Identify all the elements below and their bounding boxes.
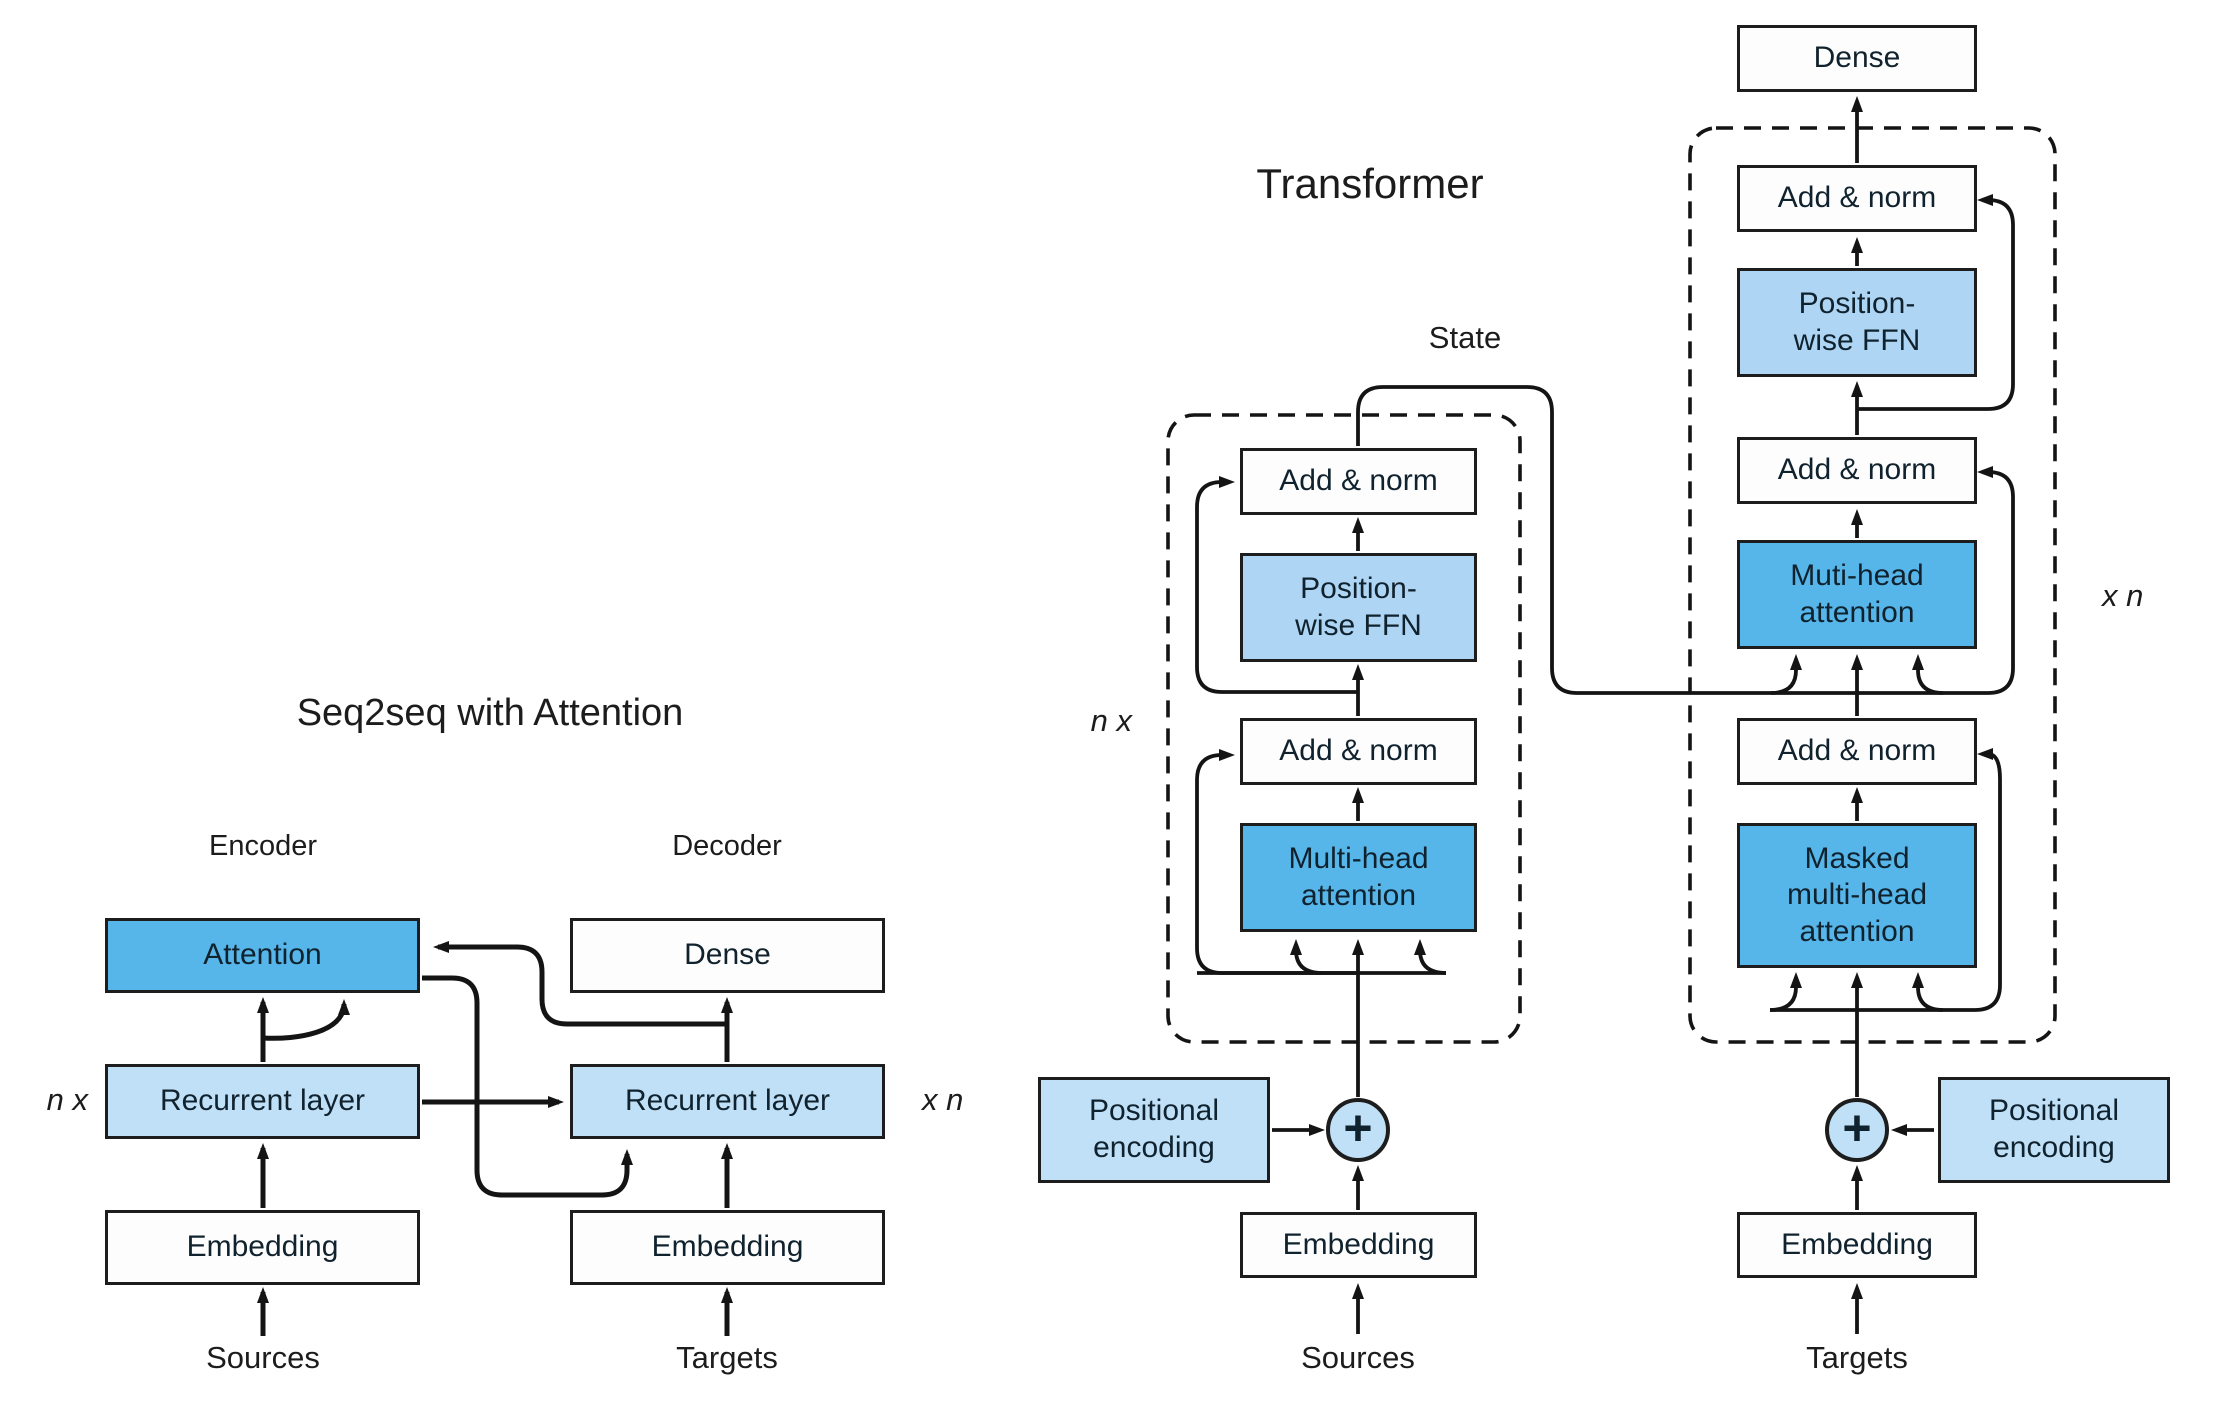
- tf-decoder-add-norm-bottom-box: Add & norm: [1737, 718, 1977, 785]
- tf-decoder-masked-attention-box: Masked multi-head attention: [1737, 823, 1977, 968]
- tf-encoder-multi-head-attention-box: Multi-head attention: [1240, 823, 1477, 932]
- transformer-state-label: State: [1428, 320, 1502, 355]
- tf-encoder-repeat-label: n x: [1090, 703, 1132, 738]
- seq2seq-title: Seq2seq with Attention: [296, 692, 684, 734]
- seq2seq-decoder-recurrent-box: Recurrent layer: [570, 1064, 885, 1139]
- tf-decoder-positional-encoding-box: Positional encoding: [1938, 1077, 2170, 1183]
- seq2seq-sources-label: Sources: [206, 1340, 320, 1375]
- seq2seq-encoder-heading: Encoder: [208, 830, 317, 862]
- seq2seq-attention-box: Attention: [105, 918, 420, 993]
- tf-encoder-embedding-box: Embedding: [1240, 1212, 1477, 1278]
- seq2seq-targets-label: Targets: [676, 1340, 778, 1375]
- seq2seq-decoder-embedding-box: Embedding: [570, 1210, 885, 1285]
- tf-decoder-add-norm-top-box: Add & norm: [1737, 165, 1977, 232]
- seq2seq-repeat-left-label: n x: [46, 1082, 88, 1117]
- seq2seq-decoder-heading: Decoder: [672, 830, 782, 862]
- tf-encoder-add-norm-bottom-box: Add & norm: [1240, 718, 1477, 785]
- tf-sources-label: Sources: [1301, 1340, 1415, 1375]
- tf-encoder-positional-encoding-box: Positional encoding: [1038, 1077, 1270, 1183]
- seq2seq-encoder-recurrent-box: Recurrent layer: [105, 1064, 420, 1139]
- tf-encoder-add-norm-top-box: Add & norm: [1240, 448, 1477, 515]
- transformer-title: Transformer: [1256, 160, 1484, 207]
- tf-decoder-plus-node: +: [1825, 1098, 1889, 1162]
- seq2seq-repeat-right-label: x n: [922, 1082, 964, 1117]
- tf-decoder-embedding-box: Embedding: [1737, 1212, 1977, 1278]
- tf-decoder-dense-box: Dense: [1737, 25, 1977, 92]
- decoder-repeat-dashed-box: [1688, 126, 2057, 1044]
- seq2seq-encoder-embedding-box: Embedding: [105, 1210, 420, 1285]
- encoder-repeat-dashed-box: [1166, 413, 1522, 1044]
- tf-targets-label: Targets: [1806, 1340, 1908, 1375]
- tf-encoder-ffn-box: Position- wise FFN: [1240, 553, 1477, 662]
- tf-decoder-add-norm-mid-box: Add & norm: [1737, 437, 1977, 504]
- tf-decoder-repeat-label: x n: [2102, 578, 2144, 613]
- tf-decoder-ffn-box: Position- wise FFN: [1737, 268, 1977, 377]
- tf-decoder-multi-head-attention-box: Muti-head attention: [1737, 540, 1977, 649]
- seq2seq-dense-box: Dense: [570, 918, 885, 993]
- tf-encoder-plus-node: +: [1326, 1098, 1390, 1162]
